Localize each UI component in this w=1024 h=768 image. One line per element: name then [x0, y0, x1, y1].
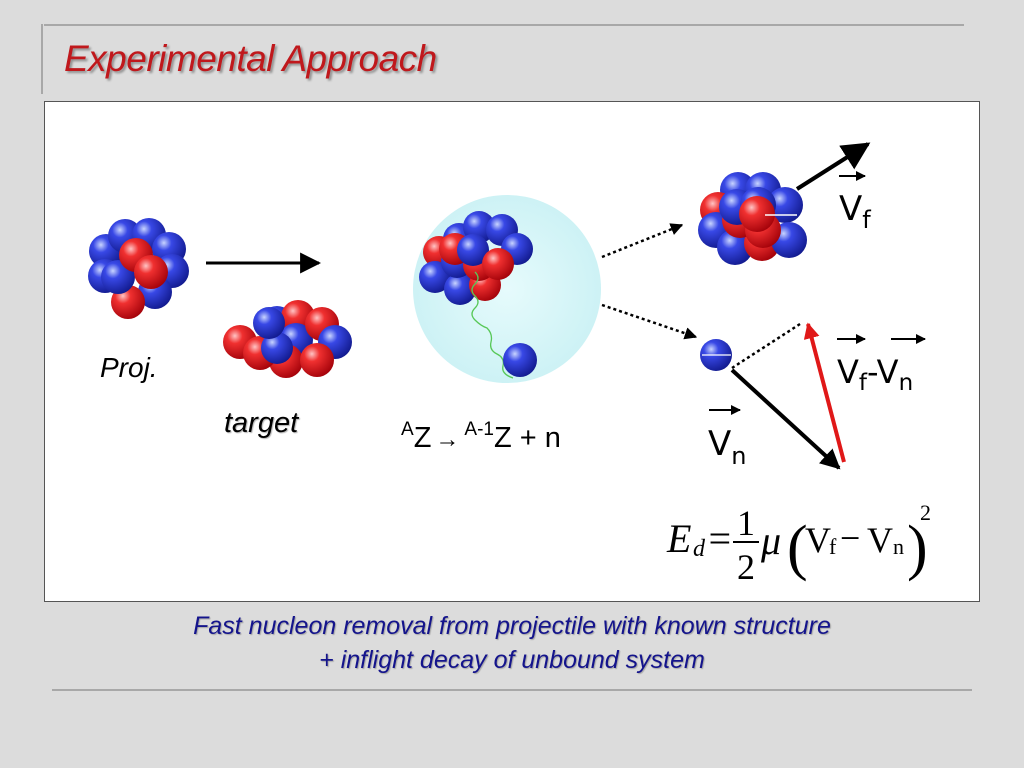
reaction-diagram: Proj. target AZ→A-1Z + n Vf Vf-Vn Vn E d… — [88, 142, 931, 587]
top-rule — [44, 24, 964, 26]
svg-text:V: V — [805, 520, 831, 560]
excited-nucleus — [419, 211, 533, 305]
slide-title: Experimental Approach — [64, 38, 437, 79]
svg-text:V: V — [867, 520, 893, 560]
svg-text:(: ( — [787, 514, 808, 582]
svg-text:1: 1 — [737, 503, 755, 543]
target-label: target — [224, 407, 300, 439]
emitted-neutron — [503, 343, 537, 377]
decay-energy-formula: E d = 1 2 μ ( V f − V n ) 2 — [666, 500, 931, 587]
fragment-dotted-arrow — [601, 223, 684, 259]
svg-text:n: n — [893, 534, 904, 559]
fragment-nucleus — [698, 172, 807, 265]
svg-text:d: d — [693, 536, 706, 562]
reaction-z1: Z — [414, 422, 432, 454]
fragment-velocity-arrow — [795, 142, 871, 191]
svg-text:): ) — [907, 514, 928, 582]
reaction-plus-n: + n — [512, 422, 561, 454]
vf-label: Vf — [839, 189, 871, 234]
reaction-arrow: → — [435, 426, 459, 453]
svg-text:−: − — [840, 518, 860, 558]
relative-velocity-arrow — [803, 322, 846, 463]
proj-label: Proj. — [100, 352, 158, 383]
vn-label: Vn — [708, 424, 746, 470]
vn-vector-arrow — [730, 368, 841, 470]
svg-text:f: f — [829, 534, 837, 559]
caption-line-1: Fast nucleon removal from projectile wit… — [193, 612, 831, 640]
caption-line-2: + inflight decay of unbound system — [319, 646, 705, 674]
svg-text:=: = — [706, 516, 733, 561]
reaction-equation: AZ→A-1Z + n — [401, 419, 561, 454]
reaction-z2: Z — [494, 422, 512, 454]
svg-text:2: 2 — [737, 547, 755, 587]
reaction-am1-super: A-1 — [464, 419, 494, 440]
svg-text:2: 2 — [920, 500, 931, 525]
reaction-a-super: A — [401, 419, 414, 440]
projectile-nucleus — [88, 218, 189, 319]
svg-text:E: E — [666, 516, 691, 561]
vrel-label: Vf-Vn — [837, 353, 913, 396]
left-rule — [41, 24, 43, 94]
neutron-path — [471, 271, 514, 379]
diagram-panel: Proj. target AZ→A-1Z + n Vf Vf-Vn Vn E d… — [44, 101, 980, 602]
svg-text:μ: μ — [760, 518, 781, 563]
target-nucleus — [223, 300, 352, 378]
vf-dotted-vector — [731, 322, 801, 370]
neutron-dotted-arrow — [601, 303, 698, 340]
bottom-rule — [52, 689, 972, 691]
